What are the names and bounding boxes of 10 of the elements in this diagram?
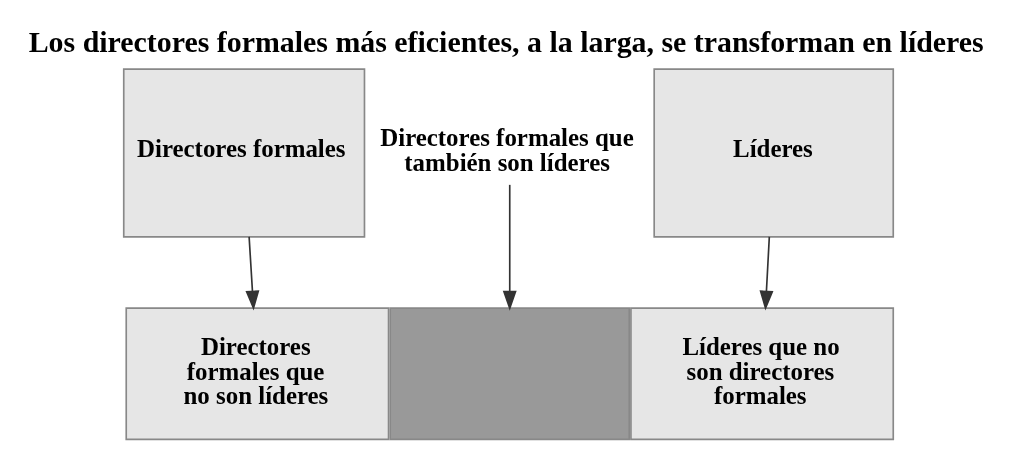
node-box xyxy=(389,306,631,440)
node-text: Directores formales que también son líderes xyxy=(380,123,634,176)
diagram-title: Los directores formales más eficientes, a la larga, se transforman en líderes xyxy=(28,24,984,58)
node-box: Directores formales que no son líderes xyxy=(125,306,390,440)
node-box: Líderes que no son directores formales xyxy=(630,306,895,440)
arrow xyxy=(502,183,517,311)
node-box: Directores formales xyxy=(122,67,366,238)
node-box: Líderes xyxy=(653,67,895,238)
arrow xyxy=(759,235,774,311)
arrow xyxy=(245,235,260,311)
